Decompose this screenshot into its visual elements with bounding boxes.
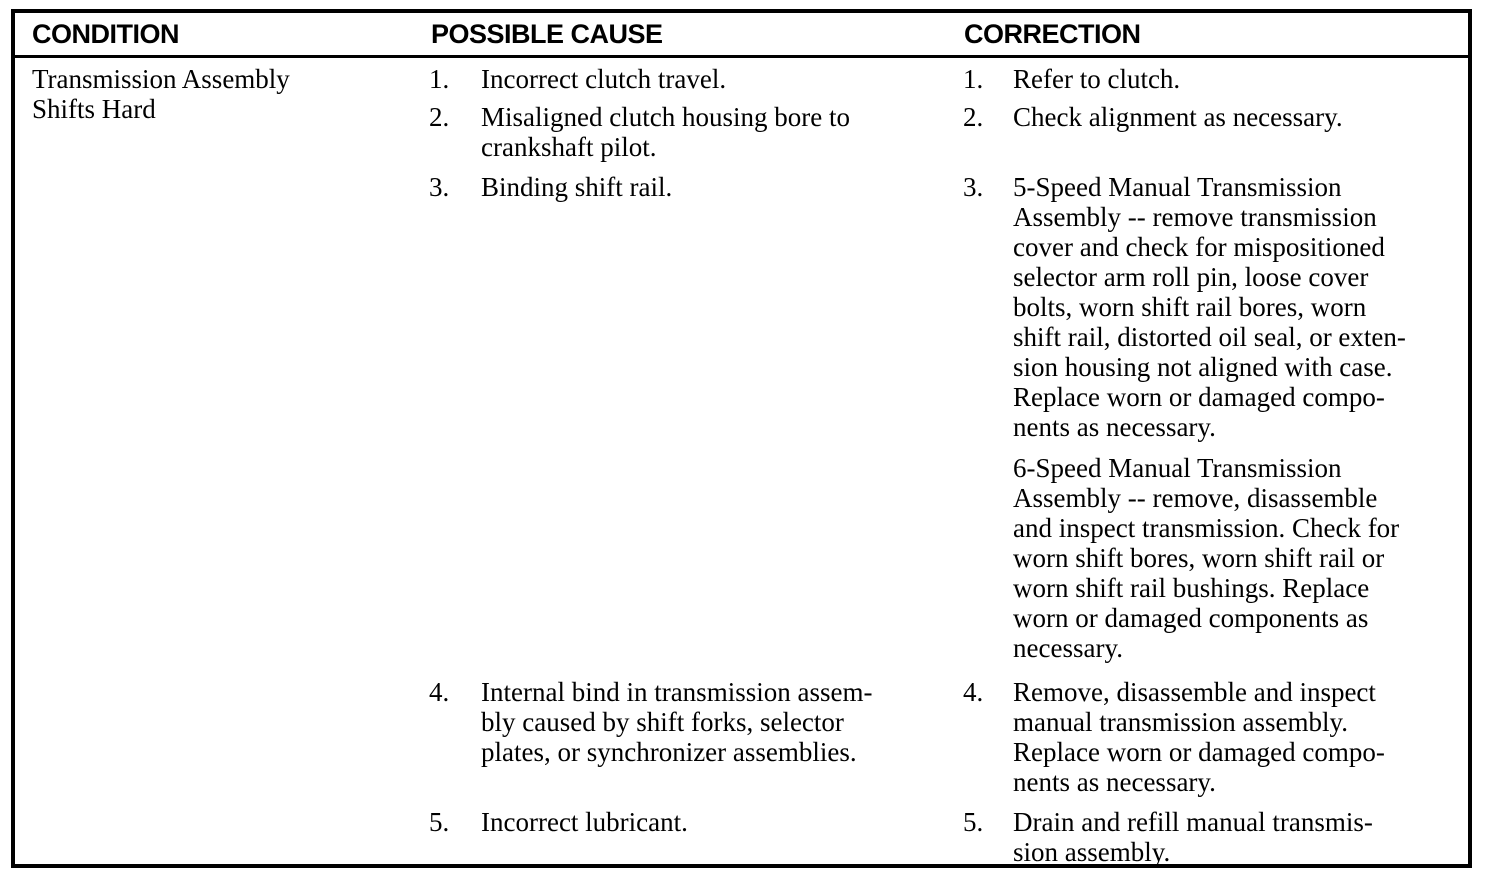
correction-text: cover and check for mispositioned — [1013, 232, 1385, 262]
correction-number: 4. — [963, 677, 984, 707]
cause-number: 2. — [429, 102, 450, 132]
troubleshooting-table: CONDITION POSSIBLE CAUSE CORRECTION Tran… — [11, 9, 1472, 868]
correction-text: 5-Speed Manual Transmission — [1013, 172, 1342, 202]
cause-number: 1. — [429, 64, 450, 94]
correction-text: 6-Speed Manual Transmission — [1013, 453, 1342, 483]
correction-number: 5. — [963, 807, 984, 837]
correction-text: Assembly -- remove, disassemble — [1013, 483, 1378, 513]
correction-number: 1. — [963, 64, 984, 94]
correction-text: sion housing not aligned with case. — [1013, 352, 1393, 382]
header-possible-cause: POSSIBLE CAUSE — [431, 19, 663, 49]
correction-text: Refer to clutch. — [1013, 64, 1181, 94]
correction-text: shift rail, distorted oil seal, or exten… — [1013, 322, 1406, 352]
correction-text: Replace worn or damaged compo- — [1013, 737, 1385, 767]
correction-text: Replace worn or damaged compo- — [1013, 382, 1385, 412]
correction-text: and inspect transmission. Check for — [1013, 513, 1400, 543]
cause-text: Incorrect lubricant. — [481, 807, 688, 837]
correction-text: worn shift rail bushings. Replace — [1013, 573, 1370, 603]
cause-text: plates, or synchronizer assemblies. — [481, 737, 857, 767]
correction-text: nents as necessary. — [1013, 767, 1216, 797]
cause-text: Misaligned clutch housing bore to — [481, 102, 850, 132]
correction-text: Assembly -- remove transmission — [1013, 202, 1377, 232]
table-header: CONDITION POSSIBLE CAUSE CORRECTION — [15, 13, 1468, 58]
correction-number: 3. — [963, 172, 984, 202]
correction-text: nents as necessary. — [1013, 412, 1216, 442]
cause-text: Internal bind in transmission assem- — [481, 677, 873, 707]
correction-text: worn shift bores, worn shift rail or — [1013, 543, 1385, 573]
cause-text: Incorrect clutch travel. — [481, 64, 727, 94]
correction-text: necessary. — [1013, 633, 1123, 663]
correction-text: Drain and refill manual transmis- — [1013, 807, 1373, 837]
condition-cell: Transmission Assembly Shifts Hard — [32, 64, 290, 124]
correction-text: manual transmission assembly. — [1013, 707, 1348, 737]
correction-text: Check alignment as necessary. — [1013, 102, 1343, 132]
cause-number: 5. — [429, 807, 450, 837]
cause-number: 4. — [429, 677, 450, 707]
correction-number: 2. — [963, 102, 984, 132]
correction-text: Remove, disassemble and inspect — [1013, 677, 1376, 707]
condition-line: Transmission Assembly — [32, 64, 290, 94]
cause-text: bly caused by shift forks, selector — [481, 707, 844, 737]
header-condition: CONDITION — [32, 19, 180, 49]
header-correction: CORRECTION — [964, 19, 1141, 49]
cause-text: Binding shift rail. — [481, 172, 673, 202]
cause-text: crankshaft pilot. — [481, 132, 657, 162]
cause-number: 3. — [429, 172, 450, 202]
correction-text: selector arm roll pin, loose cover — [1013, 262, 1369, 292]
correction-text: bolts, worn shift rail bores, worn — [1013, 292, 1367, 322]
correction-text: sion assembly. — [1013, 837, 1171, 867]
condition-line: Shifts Hard — [32, 94, 156, 124]
correction-text: worn or damaged components as — [1013, 603, 1369, 633]
